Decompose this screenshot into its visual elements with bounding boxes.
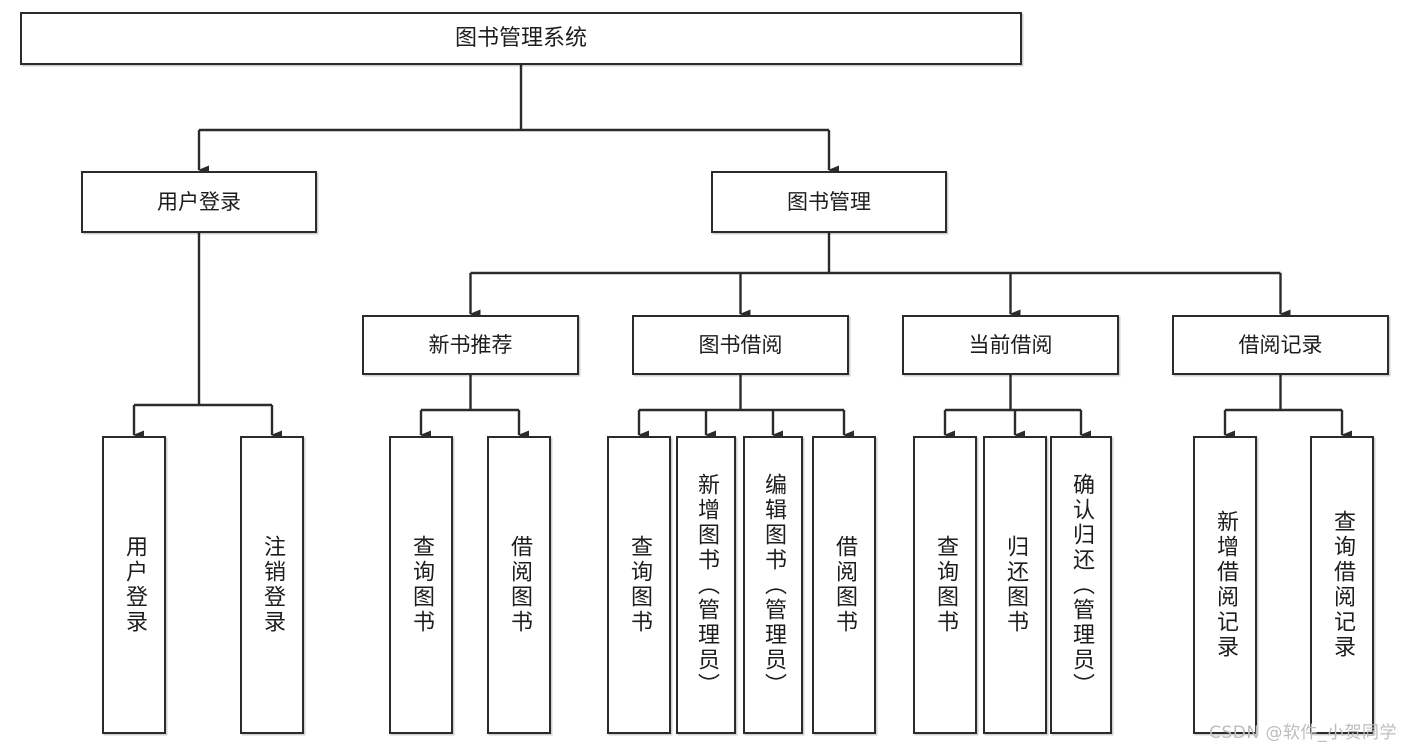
node-label: 查询图书 [409,535,434,635]
node-borrow-record[interactable]: 借阅记录 [1172,315,1389,375]
node-current-borrow[interactable]: 当前借阅 [902,315,1119,375]
node-new-book-rec[interactable]: 新书推荐 [362,315,579,375]
node-label: 借阅图书 [832,535,857,635]
node-label: 用户登录 [157,189,241,214]
watermark-text: CSDN @软件_小贺同学 [1209,723,1397,743]
node-label: 新增借阅记录 [1213,510,1238,660]
node-label: 借阅记录 [1238,332,1323,357]
node-leaf-add-book[interactable]: 新增图书（管理员） [676,436,736,734]
node-leaf-query-record[interactable]: 查询借阅记录 [1310,436,1374,734]
node-leaf-return-book[interactable]: 归还图书 [983,436,1047,734]
node-leaf-query-book-b[interactable]: 查询图书 [607,436,671,734]
node-label: 注销登录 [260,535,285,635]
node-book-borrow[interactable]: 图书借阅 [632,315,849,375]
node-leaf-add-record[interactable]: 新增借阅记录 [1193,436,1257,734]
node-leaf-edit-book[interactable]: 编辑图书（管理员） [743,436,803,734]
node-label: 确认归还（管理员） [1069,472,1094,698]
node-label: 查询图书 [627,535,652,635]
node-label: 图书管理 [787,189,871,214]
node-leaf-user-login[interactable]: 用户登录 [102,436,166,734]
node-label: 借阅图书 [507,535,532,635]
node-label: 图书借阅 [698,332,783,357]
node-label: 用户登录 [122,535,147,635]
node-label: 当前借阅 [968,332,1053,357]
node-label: 编辑图书（管理员） [761,472,786,698]
node-label: 查询图书 [933,535,958,635]
node-label: 图书管理系统 [454,25,587,51]
edges [132,65,1352,440]
node-book-manage[interactable]: 图书管理 [711,171,947,233]
node-leaf-logout[interactable]: 注销登录 [240,436,304,734]
node-user-login[interactable]: 用户登录 [81,171,317,233]
node-leaf-borrow-book-a[interactable]: 借阅图书 [487,436,551,734]
node-label: 查询借阅记录 [1330,510,1355,660]
node-label: 归还图书 [1003,535,1028,635]
node-leaf-query-book-c[interactable]: 查询图书 [913,436,977,734]
node-leaf-query-book-a[interactable]: 查询图书 [389,436,453,734]
node-label: 新书推荐 [428,332,513,357]
node-label: 新增图书（管理员） [694,472,719,698]
node-leaf-borrow-book-b[interactable]: 借阅图书 [812,436,876,734]
node-root[interactable]: 图书管理系统 [20,12,1022,65]
node-leaf-confirm-return[interactable]: 确认归还（管理员） [1050,436,1112,734]
